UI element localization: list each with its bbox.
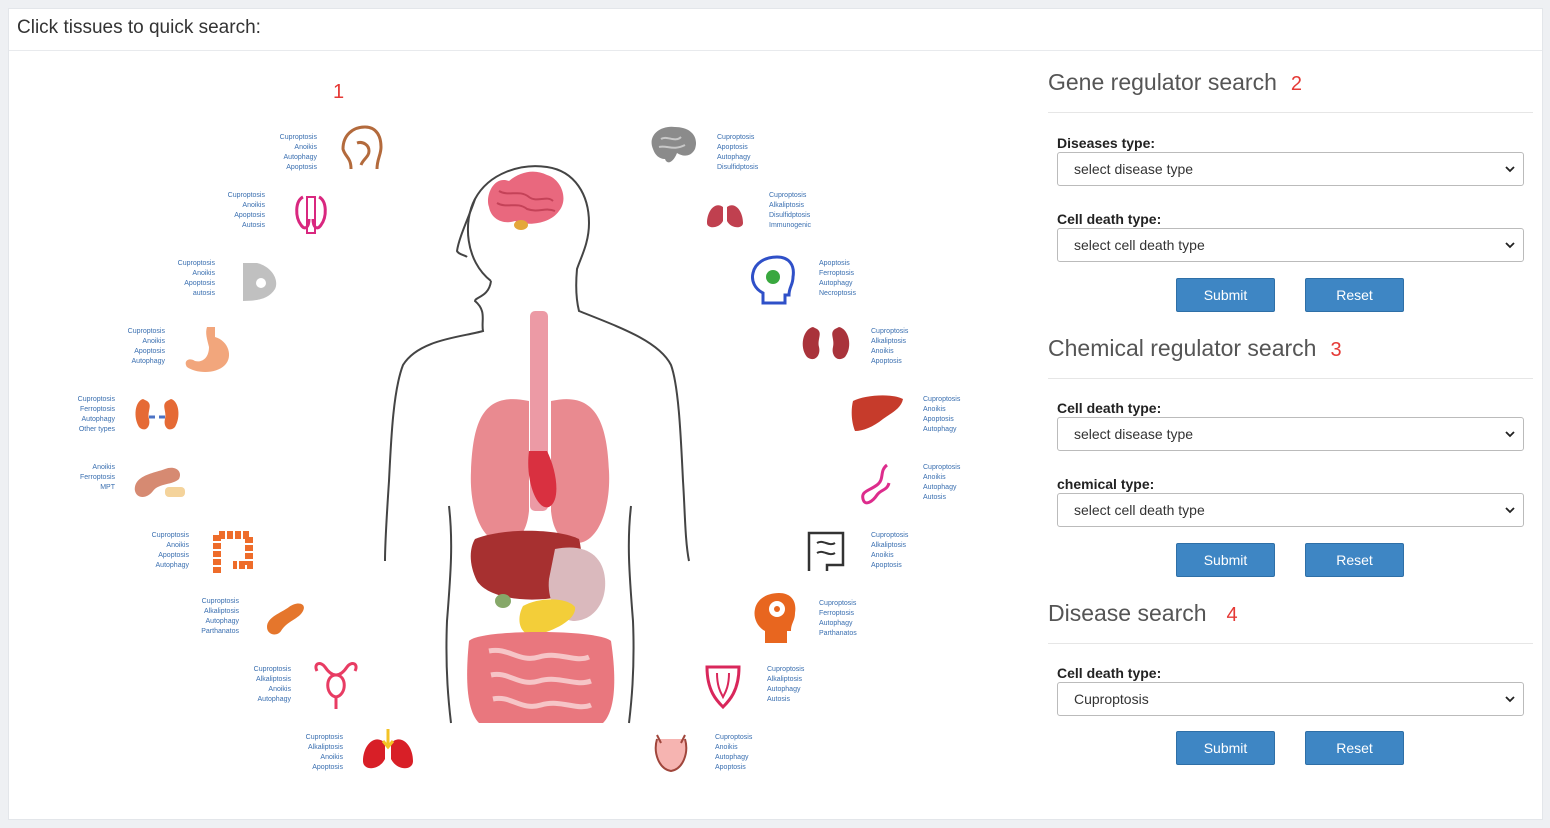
panel-title: Click tissues to quick search: (9, 9, 1542, 51)
cell-death-type-label: Cell death type: (1057, 665, 1162, 681)
head-gear-icon[interactable] (749, 255, 797, 307)
gene-reset-button[interactable]: Reset (1305, 278, 1404, 312)
colon-icon[interactable] (209, 525, 257, 579)
intestine-icon[interactable] (803, 525, 849, 575)
liver-icon[interactable] (851, 391, 905, 435)
marker-3: 3 (1330, 339, 1342, 361)
chevron-down-icon (1505, 242, 1515, 249)
chevron-down-icon (1505, 507, 1515, 514)
chevron-down-icon (1505, 431, 1515, 438)
kidney-icon[interactable] (133, 395, 181, 435)
cell-death-type-label: Cell death type: (1057, 400, 1162, 416)
chemical-reset-button[interactable]: Reset (1305, 543, 1404, 577)
nasopharynx-icon[interactable] (339, 123, 383, 173)
brain-tumor-icon[interactable] (753, 591, 799, 645)
lung-tumor-icon[interactable] (361, 727, 415, 773)
thyroid-icon[interactable] (293, 191, 329, 237)
breast-icon[interactable] (239, 259, 279, 305)
disease-type-label: Diseases type: (1057, 135, 1156, 151)
bladder-icon[interactable] (651, 731, 691, 777)
cervix-icon[interactable] (703, 661, 743, 711)
disease-cell-death-select[interactable]: Cuproptosis (1057, 682, 1524, 716)
gene-submit-button[interactable]: Submit (1176, 278, 1275, 312)
quick-search-panel: Click tissues to quick search: 1 (8, 8, 1543, 820)
disease-reset-button[interactable]: Reset (1305, 731, 1404, 765)
marker-1: 1 (333, 81, 345, 103)
lung-icon[interactable] (705, 197, 745, 231)
chemical-cell-death-select[interactable]: select disease type (1057, 417, 1524, 451)
stomach-icon[interactable] (181, 323, 233, 375)
cell-death-type-select[interactable]: select cell death type (1057, 228, 1524, 262)
chevron-down-icon (1505, 166, 1515, 173)
disease-submit-button[interactable]: Submit (1176, 731, 1275, 765)
bile-duct-icon[interactable] (857, 461, 897, 511)
chemical-type-label: chemical type: (1057, 476, 1155, 492)
brain-icon[interactable] (645, 123, 701, 169)
disease-type-select[interactable]: select disease type (1057, 152, 1524, 186)
chevron-down-icon (1505, 696, 1515, 703)
marker-2: 2 (1290, 73, 1302, 95)
marker-4: 4 (1226, 604, 1238, 626)
adrenal-kidney-icon[interactable] (799, 323, 853, 363)
chemical-type-select[interactable]: select cell death type (1057, 493, 1524, 527)
uterus-icon[interactable] (311, 659, 361, 711)
pancreas-alt-icon[interactable] (263, 597, 307, 639)
cell-death-type-label: Cell death type: (1057, 211, 1162, 227)
chemical-submit-button[interactable]: Submit (1176, 543, 1275, 577)
human-body-figure (384, 165, 690, 724)
pancreas-icon[interactable] (129, 461, 185, 501)
